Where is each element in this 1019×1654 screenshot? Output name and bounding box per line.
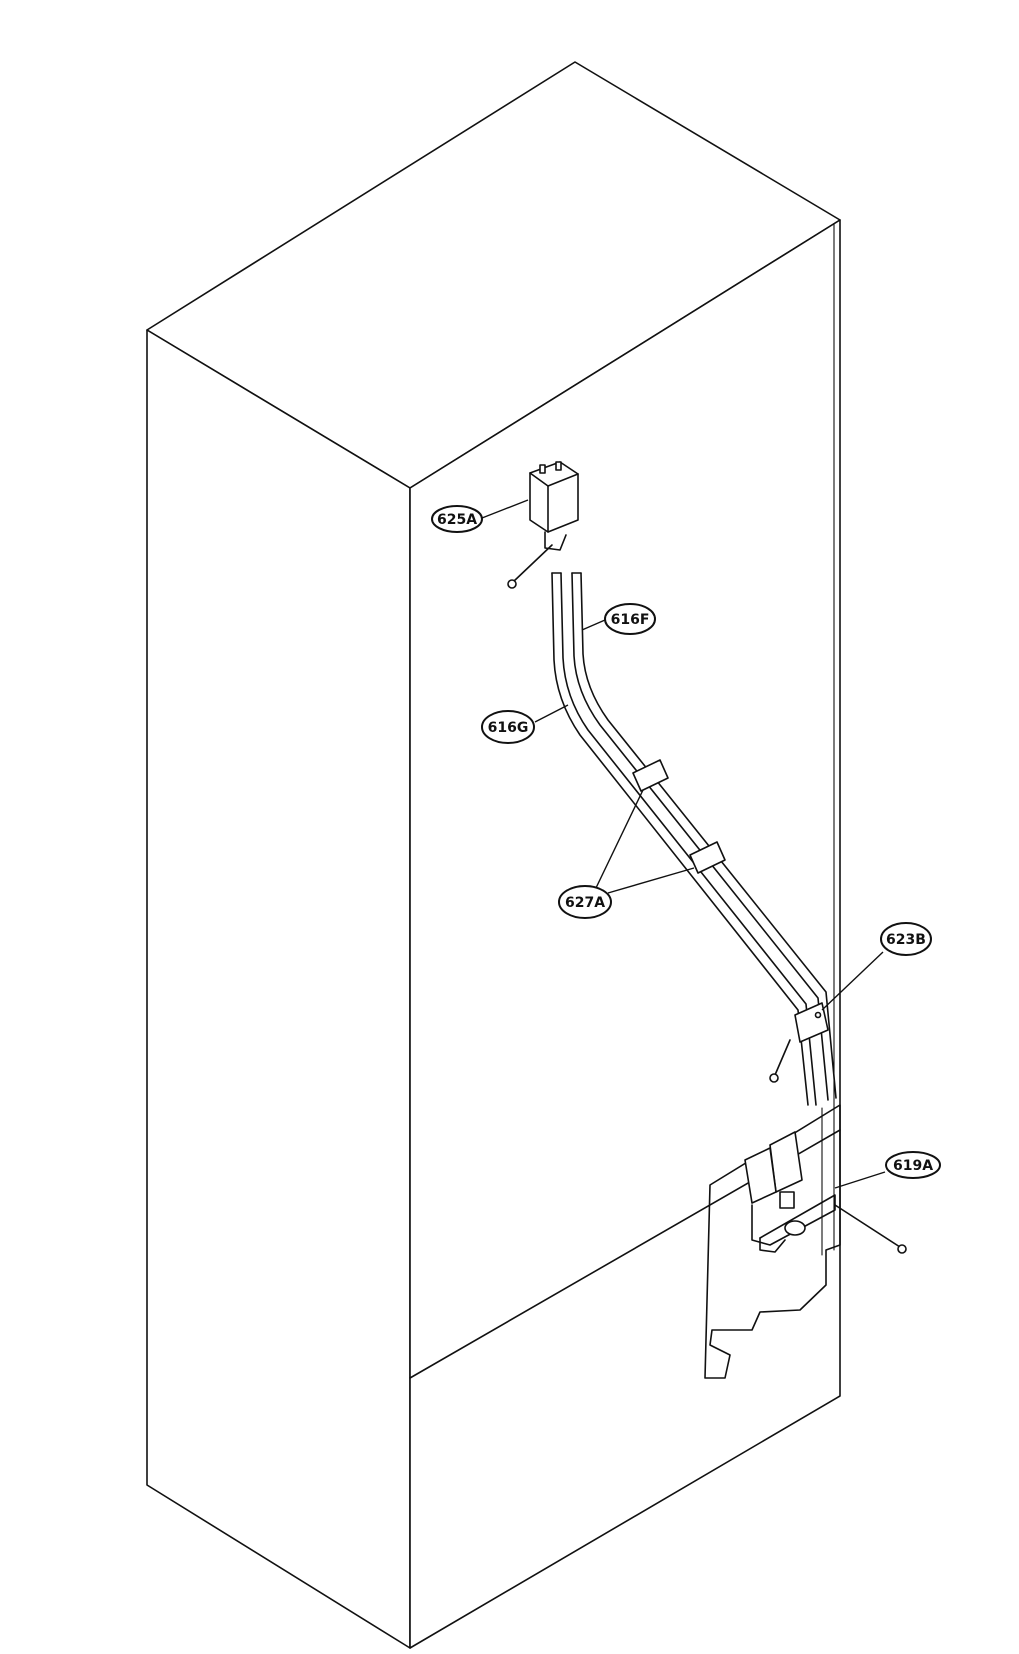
- screw-shaft: [512, 544, 553, 583]
- part-625a-connector: [507, 461, 579, 589]
- cutaway-opening: [704, 1104, 841, 1379]
- callout-bubble: [481, 710, 535, 744]
- connector-pin: [555, 461, 562, 471]
- tube-clip-upper: [632, 759, 669, 792]
- callout-label: 616G: [488, 720, 529, 736]
- callout-616f: 616F: [604, 603, 656, 635]
- leader-627a-upper: [594, 789, 644, 891]
- leader-lines: [481, 499, 886, 1189]
- tube-assembly: [551, 572, 837, 1106]
- leader-616g: [534, 704, 569, 723]
- screw-shaft: [774, 1039, 791, 1076]
- callout-label: 623B: [886, 932, 926, 948]
- callout-619a: 619A: [885, 1151, 941, 1179]
- callout-bubble: [558, 885, 612, 919]
- callout-bubble: [604, 603, 656, 635]
- callout-label: 627A: [565, 895, 605, 911]
- part-623b-bracket: [769, 1002, 829, 1083]
- leader-627a-lower: [607, 867, 695, 894]
- callout-label: 619A: [893, 1158, 933, 1174]
- bracket-hole: [814, 1011, 822, 1019]
- screw-shaft: [834, 1204, 901, 1248]
- screw-head: [507, 579, 517, 589]
- part-619a-assembly: [744, 1131, 907, 1254]
- leader-619a: [834, 1171, 886, 1189]
- connector-clip: [544, 531, 567, 551]
- screw-head: [897, 1244, 907, 1254]
- callout-bubble: [880, 922, 932, 956]
- callout-label: 625A: [437, 512, 477, 528]
- tube-clip-lower: [689, 841, 726, 874]
- cabinet-outline: [146, 61, 841, 1649]
- tube-616g-outer: [551, 572, 809, 1106]
- valve-spring: [779, 1191, 795, 1209]
- leader-616f: [581, 619, 606, 631]
- screw-head: [769, 1073, 779, 1083]
- callout-627a: 627A: [558, 885, 612, 919]
- cabinet-left-face: [146, 329, 411, 1649]
- tube-616f-outer: [571, 572, 829, 1101]
- callout-bubble: [431, 505, 483, 533]
- tube-616f-inner: [580, 572, 837, 1099]
- connector-body: [529, 461, 579, 533]
- connector-pin: [539, 464, 546, 474]
- part-627a-clips: [632, 759, 726, 874]
- callout-623b: 623B: [880, 922, 932, 956]
- leader-623b: [821, 951, 884, 1011]
- valve-side: [744, 1147, 777, 1204]
- tube-616g-inner: [560, 572, 817, 1106]
- bracket-wheel: [784, 1220, 806, 1236]
- callout-625a: 625A: [431, 505, 483, 533]
- callout-label: 616F: [611, 612, 650, 628]
- callout-616g: 616G: [481, 710, 535, 744]
- callout-bubble: [885, 1151, 941, 1179]
- cutaway-outline: [704, 1104, 841, 1379]
- leader-625a: [481, 499, 529, 519]
- bracket-foot: [759, 1237, 786, 1253]
